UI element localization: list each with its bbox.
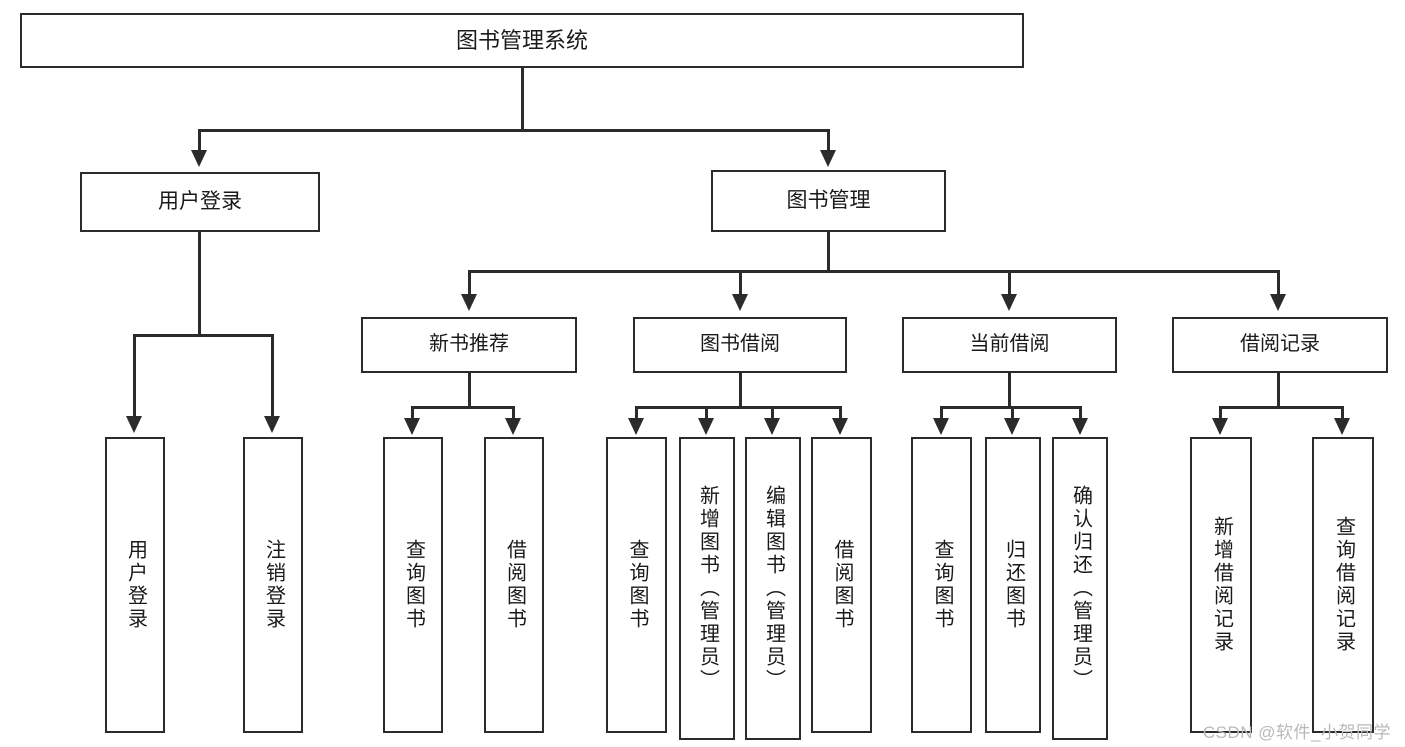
leaf-query-book-borrow[interactable]: 查询图书: [606, 437, 667, 733]
node-user-login[interactable]: 用户登录: [80, 172, 320, 232]
node-book-management[interactable]: 图书管理: [711, 170, 946, 232]
connector-borrow-to-leaf-1: [635, 406, 638, 422]
connector-book-mgmt-to-borrow: [739, 270, 742, 298]
arrowhead-leaf-query-book-a: [404, 418, 420, 435]
arrowhead-leaf-edit-book: [764, 418, 780, 435]
arrowhead-leaf-return-book: [1004, 418, 1020, 435]
node-label: 归还图书: [1002, 539, 1025, 631]
arrowhead-records: [1270, 294, 1286, 311]
leaf-user-login[interactable]: 用户登录: [105, 437, 165, 733]
connector-current-to-leaf-1: [940, 406, 943, 422]
connector-book-mgmt-bus: [468, 270, 1280, 273]
leaf-edit-book-admin[interactable]: 编辑图书（管理员）: [745, 437, 801, 740]
node-label: 新增图书（管理员）: [696, 485, 719, 692]
arrowhead-leaf-logout: [264, 416, 280, 433]
node-new-book-recommend[interactable]: 新书推荐: [361, 317, 577, 373]
arrowhead-leaf-borrow-book-a: [505, 418, 521, 435]
node-borrow-records[interactable]: 借阅记录: [1172, 317, 1388, 373]
connector-new-books-to-leaf-1: [411, 406, 414, 422]
connector-user-login-to-leaf-1: [133, 334, 136, 420]
node-book-borrow[interactable]: 图书借阅: [633, 317, 847, 373]
node-label: 图书管理: [786, 188, 871, 212]
arrowhead-leaf-query-record: [1334, 418, 1350, 435]
arrowhead-leaf-user-login: [126, 416, 142, 433]
connector-user-login-stem: [198, 232, 201, 336]
connector-current-stem: [1008, 373, 1011, 409]
node-label: 确认归还（管理员）: [1069, 485, 1092, 692]
arrowhead-leaf-add-book: [698, 418, 714, 435]
connector-new-books-bus: [411, 406, 515, 409]
connector-root-to-user-login: [198, 129, 201, 153]
leaf-return-book[interactable]: 归还图书: [985, 437, 1041, 733]
connector-records-bus: [1219, 406, 1344, 409]
node-label: 用户登录: [158, 189, 242, 213]
node-label: 当前借阅: [969, 333, 1050, 356]
connector-root-stem: [521, 68, 524, 131]
leaf-confirm-return-admin[interactable]: 确认归还（管理员）: [1052, 437, 1108, 740]
leaf-query-book-recommend[interactable]: 查询图书: [383, 437, 443, 733]
arrowhead-leaf-add-record: [1212, 418, 1228, 435]
node-label: 图书管理系统: [455, 27, 588, 53]
arrowhead-leaf-query-book-b: [628, 418, 644, 435]
connector-root-bus: [198, 129, 830, 132]
leaf-logout[interactable]: 注销登录: [243, 437, 303, 733]
arrowhead-leaf-query-book-c: [933, 418, 949, 435]
arrowhead-book-mgmt: [820, 150, 836, 167]
leaf-borrow-book[interactable]: 借阅图书: [811, 437, 872, 733]
node-label: 查询图书: [402, 539, 425, 631]
connector-current-to-leaf-2: [1011, 406, 1014, 422]
node-label: 查询图书: [931, 539, 953, 631]
arrowhead-leaf-borrow-book-b: [832, 418, 848, 435]
connector-book-mgmt-to-current: [1008, 270, 1011, 298]
connector-book-mgmt-to-records: [1277, 270, 1280, 298]
connector-records-to-leaf-1: [1219, 406, 1222, 422]
arrowhead-current: [1001, 294, 1017, 311]
node-current-borrow[interactable]: 当前借阅: [902, 317, 1117, 373]
connector-borrow-to-leaf-2: [705, 406, 708, 422]
node-label: 用户登录: [124, 539, 147, 631]
connector-new-books-stem: [468, 373, 471, 409]
leaf-add-borrow-record[interactable]: 新增借阅记录: [1190, 437, 1252, 733]
leaf-query-book-current[interactable]: 查询图书: [911, 437, 972, 733]
arrowhead-new-books: [461, 294, 477, 311]
connector-current-to-leaf-3: [1079, 406, 1082, 422]
node-label: 查询图书: [626, 539, 648, 631]
connector-borrow-bus: [635, 406, 842, 409]
node-label: 借阅图书: [503, 539, 526, 631]
node-label: 图书借阅: [700, 333, 780, 356]
node-root-system[interactable]: 图书管理系统: [20, 13, 1024, 68]
node-label: 查询借阅记录: [1332, 516, 1355, 654]
arrowhead-leaf-confirm-return: [1072, 418, 1088, 435]
node-label: 借阅记录: [1240, 333, 1320, 356]
connector-borrow-to-leaf-4: [839, 406, 842, 422]
arrowhead-borrow: [732, 294, 748, 311]
connector-records-to-leaf-2: [1341, 406, 1344, 422]
connector-book-mgmt-to-new-books: [468, 270, 471, 298]
leaf-query-borrow-record[interactable]: 查询借阅记录: [1312, 437, 1374, 733]
arrowhead-user-login: [191, 150, 207, 167]
connector-user-login-bus: [133, 334, 272, 337]
connector-book-mgmt-stem: [827, 232, 830, 272]
connector-records-stem: [1277, 373, 1280, 409]
leaf-borrow-book-recommend[interactable]: 借阅图书: [484, 437, 544, 733]
node-label: 新增借阅记录: [1210, 516, 1233, 654]
connector-new-books-to-leaf-2: [512, 406, 515, 422]
node-label: 借阅图书: [831, 539, 853, 631]
leaf-add-book-admin[interactable]: 新增图书（管理员）: [679, 437, 735, 740]
node-label: 新书推荐: [429, 333, 509, 356]
node-label: 编辑图书（管理员）: [762, 485, 785, 692]
node-label: 注销登录: [262, 539, 285, 631]
connector-borrow-to-leaf-3: [771, 406, 774, 422]
connector-user-login-to-leaf-2: [271, 334, 274, 420]
connector-root-to-book-mgmt: [827, 129, 830, 153]
connector-borrow-stem: [739, 373, 742, 409]
